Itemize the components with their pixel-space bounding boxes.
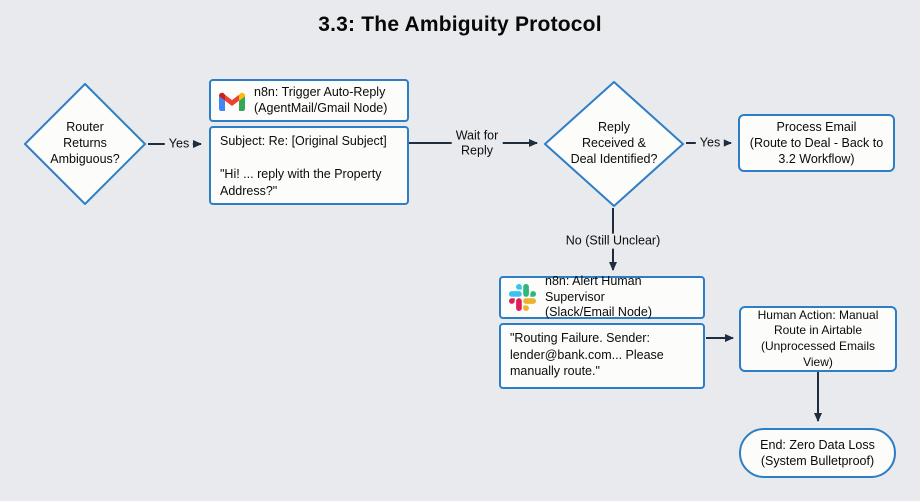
node-label: Router Returns Ambiguous?	[50, 120, 120, 166]
page-title: 3.3: The Ambiguity Protocol	[318, 13, 602, 36]
node-reply-decision: Reply Received & Deal Identified?	[543, 81, 685, 207]
node-router-decision: Router Returns Ambiguous?	[23, 83, 147, 205]
node-header-label: n8n: Trigger Auto-Reply (AgentMail/Gmail…	[254, 84, 388, 115]
gmail-icon	[219, 92, 245, 111]
node-process-email: Process Email (Route to Deal - Back to 3…	[738, 114, 895, 172]
edge-label-wait-for-reply: Wait for Reply	[451, 128, 503, 158]
slack-icon	[509, 284, 536, 311]
edge-label-reply-yes: Yes	[695, 135, 725, 151]
node-human-action: Human Action: Manual Route in Airtable (…	[739, 306, 897, 372]
node-end: End: Zero Data Loss (System Bulletproof)	[739, 428, 896, 478]
node-header-label: n8n: Alert Human Supervisor (Slack/Email…	[545, 274, 652, 320]
diamond-shape	[543, 81, 685, 207]
node-alert-supervisor-header: n8n: Alert Human Supervisor (Slack/Email…	[499, 274, 705, 320]
edge-label-router-yes: Yes	[164, 136, 194, 152]
edge-label-reply-no: No (Still Unclear)	[561, 233, 665, 249]
node-auto-reply-header: n8n: Trigger Auto-Reply (AgentMail/Gmail…	[209, 79, 409, 122]
node-label: Reply Received & Deal Identified?	[570, 120, 658, 166]
diamond-shape	[23, 83, 147, 205]
node-alert-supervisor-body: "Routing Failure. Sender: lender@bank.co…	[499, 323, 705, 389]
node-auto-reply-body: Subject: Re: [Original Subject] "Hi! ...…	[209, 126, 409, 205]
